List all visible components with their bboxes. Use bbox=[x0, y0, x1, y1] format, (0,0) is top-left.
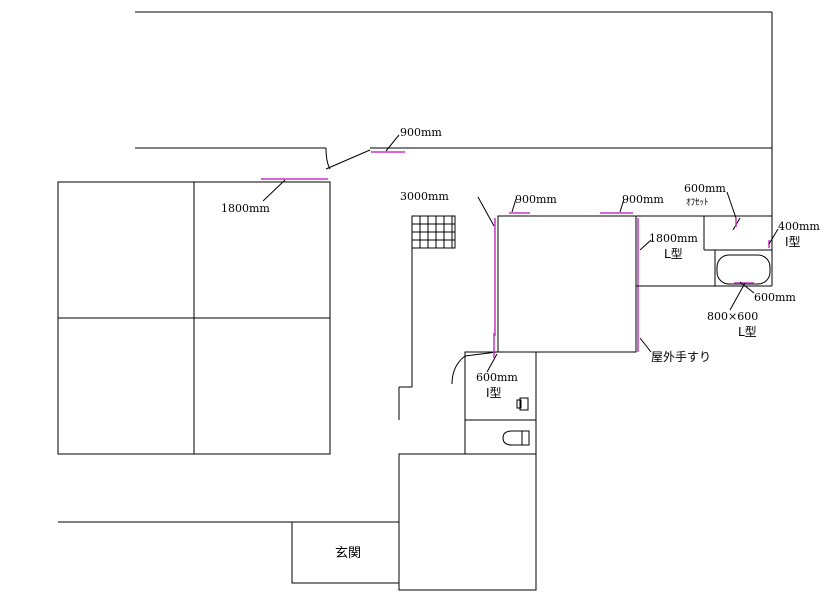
label-rail-800x600: 800×600 bbox=[707, 310, 758, 323]
label-rail-400: 400mm bbox=[778, 220, 820, 233]
label-type-l-1800: L型 bbox=[664, 247, 683, 261]
label-stair-3000: 3000mm bbox=[400, 190, 449, 203]
label-outdoor-handrail: 屋外手すり bbox=[651, 350, 711, 364]
bath-area bbox=[636, 215, 773, 287]
central-room bbox=[497, 215, 637, 353]
label-type-i-400: I型 bbox=[785, 235, 801, 249]
sink-icon bbox=[502, 430, 530, 446]
lower-walls bbox=[58, 453, 537, 591]
label-rail-1800-right: 1800mm bbox=[649, 232, 698, 245]
label-entrance: 玄関 bbox=[335, 546, 361, 561]
outer-walls bbox=[135, 11, 773, 218]
toilet-area bbox=[451, 351, 537, 455]
toilet-icon bbox=[516, 397, 529, 411]
label-offset: ｵﾌｾｯﾄ bbox=[686, 197, 709, 208]
label-rail-900-b: 900mm bbox=[622, 193, 664, 206]
label-rail-600-toilet: 600mm bbox=[476, 371, 518, 384]
rooms-grid bbox=[57, 181, 331, 455]
label-door-900: 900mm bbox=[400, 126, 442, 139]
stairs bbox=[411, 215, 456, 249]
label-rail-900-a: 900mm bbox=[515, 193, 557, 206]
label-rail-600-bath: 600mm bbox=[754, 291, 796, 304]
label-type-l-800: L型 bbox=[738, 325, 757, 339]
bathtub bbox=[716, 254, 771, 285]
hallway-walls bbox=[398, 248, 413, 420]
leader-lines bbox=[262, 134, 779, 373]
label-type-i-600: I型 bbox=[486, 386, 502, 400]
label-rail-1800-left: 1800mm bbox=[221, 202, 270, 215]
door-swing-top bbox=[325, 147, 371, 170]
label-rail-600-offset: 600mm bbox=[684, 182, 726, 195]
